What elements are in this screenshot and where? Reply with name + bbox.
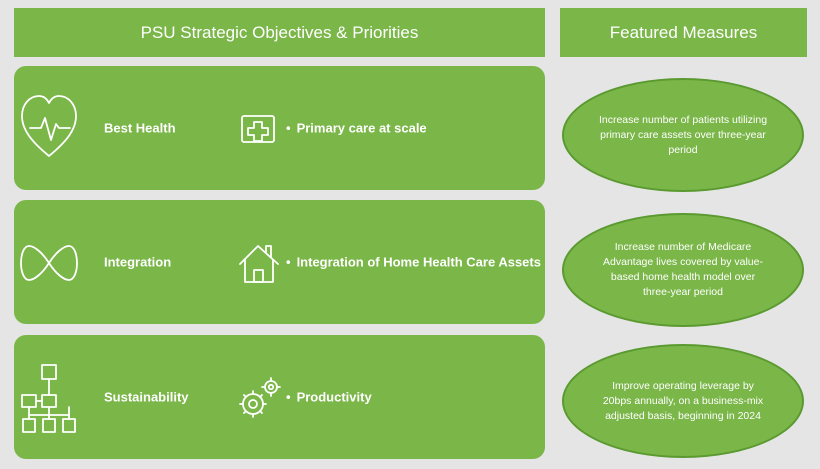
priority-label: Integration of Home Health Care Assets (296, 254, 541, 270)
priority-item: • Primary care at scale (286, 121, 427, 136)
measure-ellipse-integration: Increase number of Medicare Advantage li… (562, 213, 804, 327)
measure-ellipse-sustainability: Improve operating leverage by 20bps annu… (562, 344, 804, 458)
priority-item: • Integration of Home Health Care Assets (286, 255, 541, 270)
priority-item: • Productivity (286, 390, 372, 405)
objective-title: Best Health (104, 120, 176, 136)
priority-bullet: • (286, 389, 291, 405)
priority-bullet: • (286, 120, 291, 136)
objective-title: Sustainability (104, 389, 189, 405)
heart-pulse-icon (21, 95, 77, 157)
objective-row-best-health: Best Health • Primary care at scale (14, 66, 545, 190)
priority-label: Productivity (296, 389, 372, 405)
measures-header: Featured Measures (560, 8, 807, 57)
objective-title: Integration (104, 254, 172, 270)
house-icon (239, 245, 279, 283)
objective-row-sustainability: Sustainability • Productivity (14, 335, 545, 459)
measure-text: Increase number of patients utilizing pr… (598, 113, 768, 156)
medical-cross-icon (241, 115, 275, 143)
gears-icon (239, 377, 281, 418)
priority-label: Primary care at scale (296, 120, 427, 136)
measures-header-title: Featured Measures (609, 22, 758, 42)
infinity-icon (20, 245, 78, 281)
priority-bullet: • (286, 254, 291, 270)
measure-text: Increase number of Medicare Advantage li… (603, 241, 763, 298)
measure-ellipse-best-health: Increase number of patients utilizing pr… (562, 78, 804, 192)
objectives-header: PSU Strategic Objectives & Priorities (14, 8, 545, 57)
objective-row-integration: Integration • Integration of Home Health … (14, 200, 545, 324)
objectives-header-title: PSU Strategic Objectives & Priorities (140, 22, 419, 42)
org-chart-icon (21, 364, 76, 433)
measure-text: Improve operating leverage by 20bps annu… (602, 379, 764, 422)
